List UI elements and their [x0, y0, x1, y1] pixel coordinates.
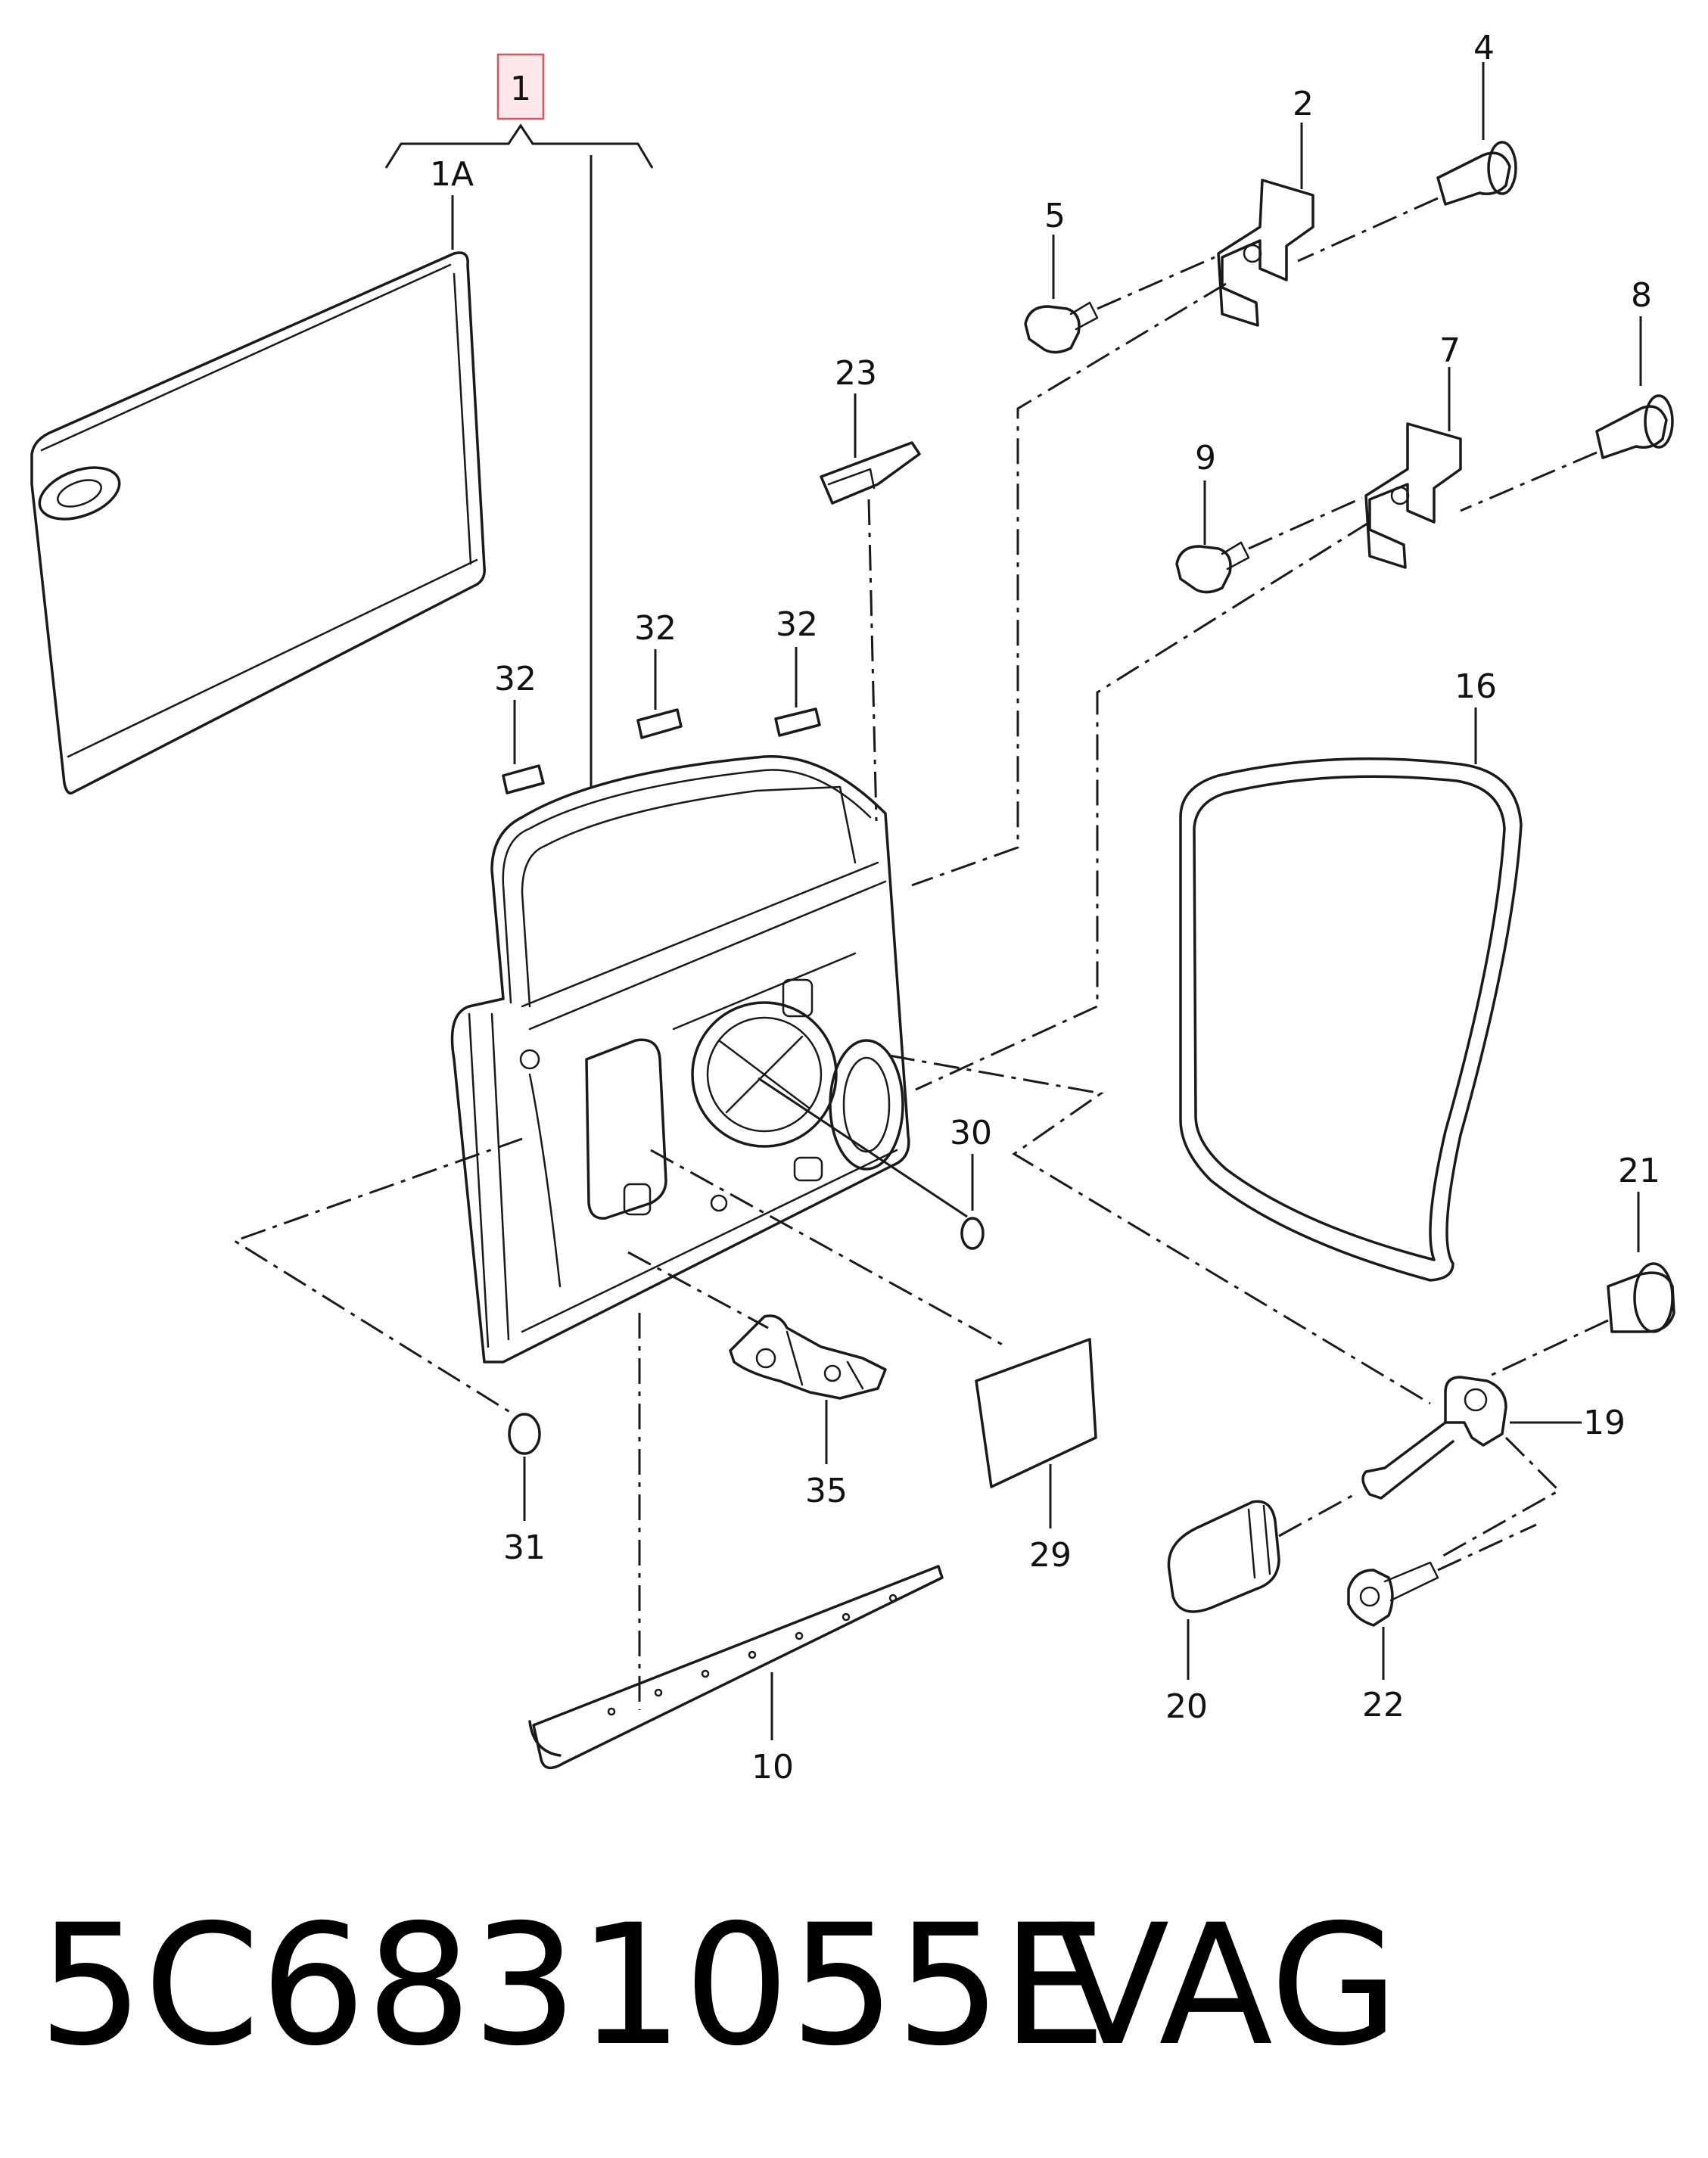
callout-23[interactable]: 23: [835, 354, 877, 393]
bracket-35: [627, 1251, 887, 1464]
bolt-9: [1175, 480, 1363, 594]
plug-31: [232, 1137, 541, 1521]
bolt-8: [1460, 316, 1674, 512]
bolt-4: [1297, 62, 1517, 263]
footer: 5C6831055E VAG: [38, 1889, 1399, 2082]
callout-16[interactable]: 16: [1454, 667, 1497, 706]
callout-29[interactable]: 29: [1029, 1536, 1072, 1575]
clip-32-a: [502, 700, 545, 794]
callout-31[interactable]: 31: [503, 1528, 546, 1567]
callout-1[interactable]: 1: [510, 70, 531, 108]
callout-19[interactable]: 19: [1583, 1404, 1626, 1442]
callout-10[interactable]: 10: [751, 1748, 794, 1786]
cover-cap-20: [1167, 1493, 1355, 1680]
trim-strip-10: [528, 1313, 944, 1770]
callout-32-c[interactable]: 32: [776, 605, 818, 644]
callout-1A[interactable]: 1A: [430, 155, 474, 194]
callout-32-b[interactable]: 32: [634, 609, 677, 648]
callout-5[interactable]: 5: [1044, 197, 1066, 235]
callout-32-a[interactable]: 32: [494, 660, 537, 698]
callout-21[interactable]: 21: [1618, 1152, 1660, 1190]
callout-35[interactable]: 35: [805, 1472, 848, 1510]
foil-29: [650, 1149, 1097, 1528]
callout-8[interactable]: 8: [1631, 276, 1652, 315]
door-seal-16: [1179, 707, 1523, 1282]
callout-2[interactable]: 2: [1293, 85, 1314, 123]
callout-labels: 1 1A 2 4 5 7 8 9 23 32 32 32 16 30 21 19…: [430, 29, 1660, 1786]
hinge-dash-lines: [911, 282, 1370, 1091]
plug-30: [758, 1077, 985, 1250]
door-shell: [450, 754, 910, 1364]
bolt-5: [1024, 235, 1215, 354]
part-number: 5C6831055E: [38, 1889, 1106, 2082]
hinge-2: [1217, 123, 1314, 327]
callout-30[interactable]: 30: [950, 1114, 992, 1152]
clip-32-b: [636, 649, 683, 739]
callout-9[interactable]: 9: [1195, 439, 1216, 477]
plug-21: [1486, 1192, 1675, 1379]
callout-22[interactable]: 22: [1362, 1686, 1405, 1724]
brand-label: VAG: [1056, 1889, 1399, 2082]
assembly-bracket: [384, 53, 654, 787]
callout-7[interactable]: 7: [1439, 331, 1461, 370]
callout-20[interactable]: 20: [1165, 1687, 1208, 1726]
check-strap-19: [888, 1054, 1582, 1560]
highlight-box-1[interactable]: [496, 53, 545, 120]
clip-32-c: [774, 647, 821, 737]
screw-22: [1347, 1523, 1537, 1680]
outer-door-skin-1A: [30, 195, 486, 794]
callout-4[interactable]: 4: [1473, 29, 1495, 67]
hinge-7: [1364, 367, 1462, 569]
bracket-23: [820, 393, 921, 822]
